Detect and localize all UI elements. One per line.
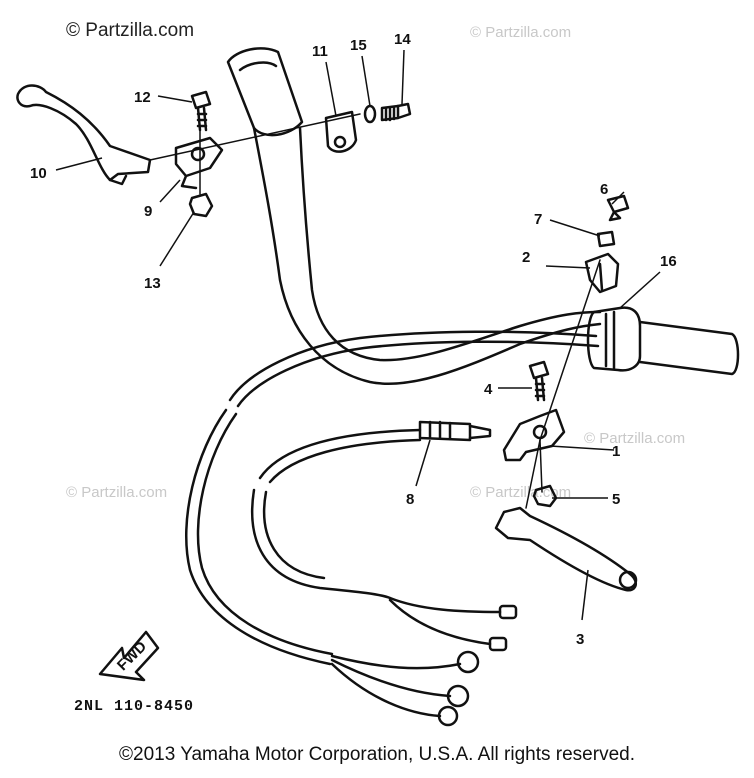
nut-13	[188, 192, 214, 218]
left-grip	[226, 47, 304, 137]
callout-16: 16	[660, 253, 677, 270]
fwd-arrow-icon	[98, 630, 160, 682]
watermark: © Partzilla.com	[66, 484, 168, 501]
switch-wire	[250, 428, 518, 652]
callout-5: 5	[612, 491, 620, 508]
cable-end-11	[324, 110, 358, 153]
copyright-notice: ©2013 Yamaha Motor Corporation, U.S.A. A…	[119, 744, 635, 765]
handlebar-exploded-diagram: 1 2 3 4 5 6 7 8 9 10 11 12 13 14 15 16 F…	[16, 31, 740, 727]
screw-14	[380, 102, 412, 122]
clutch-cable	[184, 330, 600, 666]
callout-8: 8	[406, 491, 414, 508]
callout-11: 11	[312, 43, 328, 60]
watermark-main: © Partzilla.com	[66, 20, 195, 41]
screw-6	[606, 194, 630, 222]
callout-4: 4	[484, 381, 493, 398]
bolt-12	[190, 90, 212, 132]
right-grip	[586, 306, 740, 376]
callout-10: 10	[30, 165, 47, 182]
callout-15: 15	[350, 37, 367, 54]
watermark: © Partzilla.com	[470, 24, 572, 41]
callout-12: 12	[134, 89, 151, 106]
handlebar-tube	[252, 126, 602, 386]
lever-holder-left	[174, 136, 224, 190]
lower-harness	[330, 650, 480, 727]
lever-holder-right	[502, 408, 566, 462]
brake-lever	[494, 506, 638, 592]
callout-6: 6	[600, 181, 608, 198]
callout-1: 1	[612, 443, 620, 460]
callout-9: 9	[144, 203, 152, 220]
callout-2: 2	[522, 249, 530, 266]
callout-3: 3	[576, 631, 584, 648]
washer-7	[596, 230, 616, 248]
callout-14: 14	[394, 31, 411, 48]
clamp-2	[584, 252, 620, 294]
callout-13: 13	[144, 275, 161, 292]
fwd-label: FWD	[114, 638, 150, 674]
bolt-4	[528, 360, 550, 402]
part-code: 2NL 110-8450	[74, 698, 195, 715]
washer-15	[363, 104, 377, 124]
nut-5	[532, 484, 558, 508]
clutch-lever	[16, 84, 152, 186]
brake-switch	[418, 420, 492, 442]
callout-7: 7	[534, 211, 542, 228]
watermark: © Partzilla.com	[584, 430, 686, 447]
